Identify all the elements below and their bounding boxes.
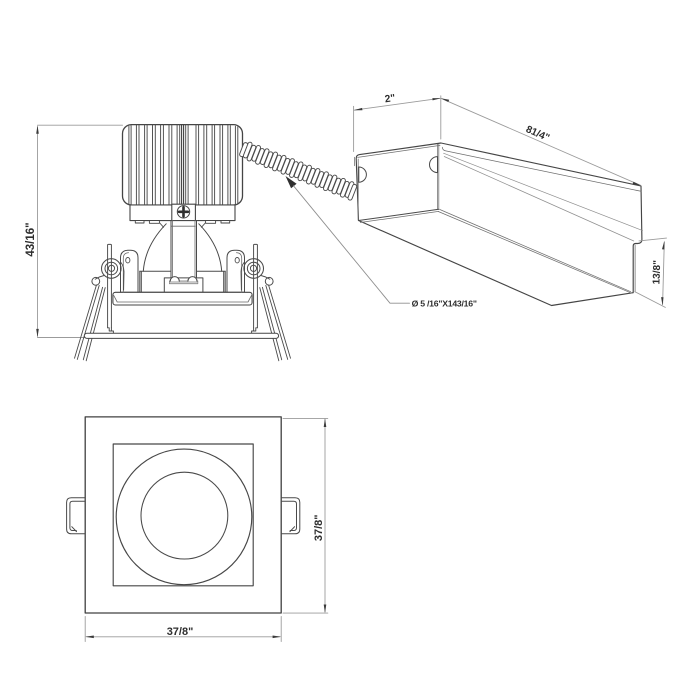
svg-text:2": 2" (384, 93, 396, 105)
svg-text:13/8": 13/8" (651, 260, 663, 285)
svg-text:43/16": 43/16" (25, 222, 37, 256)
svg-text:Ø 5 /16"X143/16": Ø 5 /16"X143/16" (412, 299, 477, 309)
svg-text:81/4": 81/4" (524, 124, 551, 144)
svg-text:37/8": 37/8" (313, 514, 325, 541)
svg-text:37/8": 37/8" (167, 626, 194, 638)
